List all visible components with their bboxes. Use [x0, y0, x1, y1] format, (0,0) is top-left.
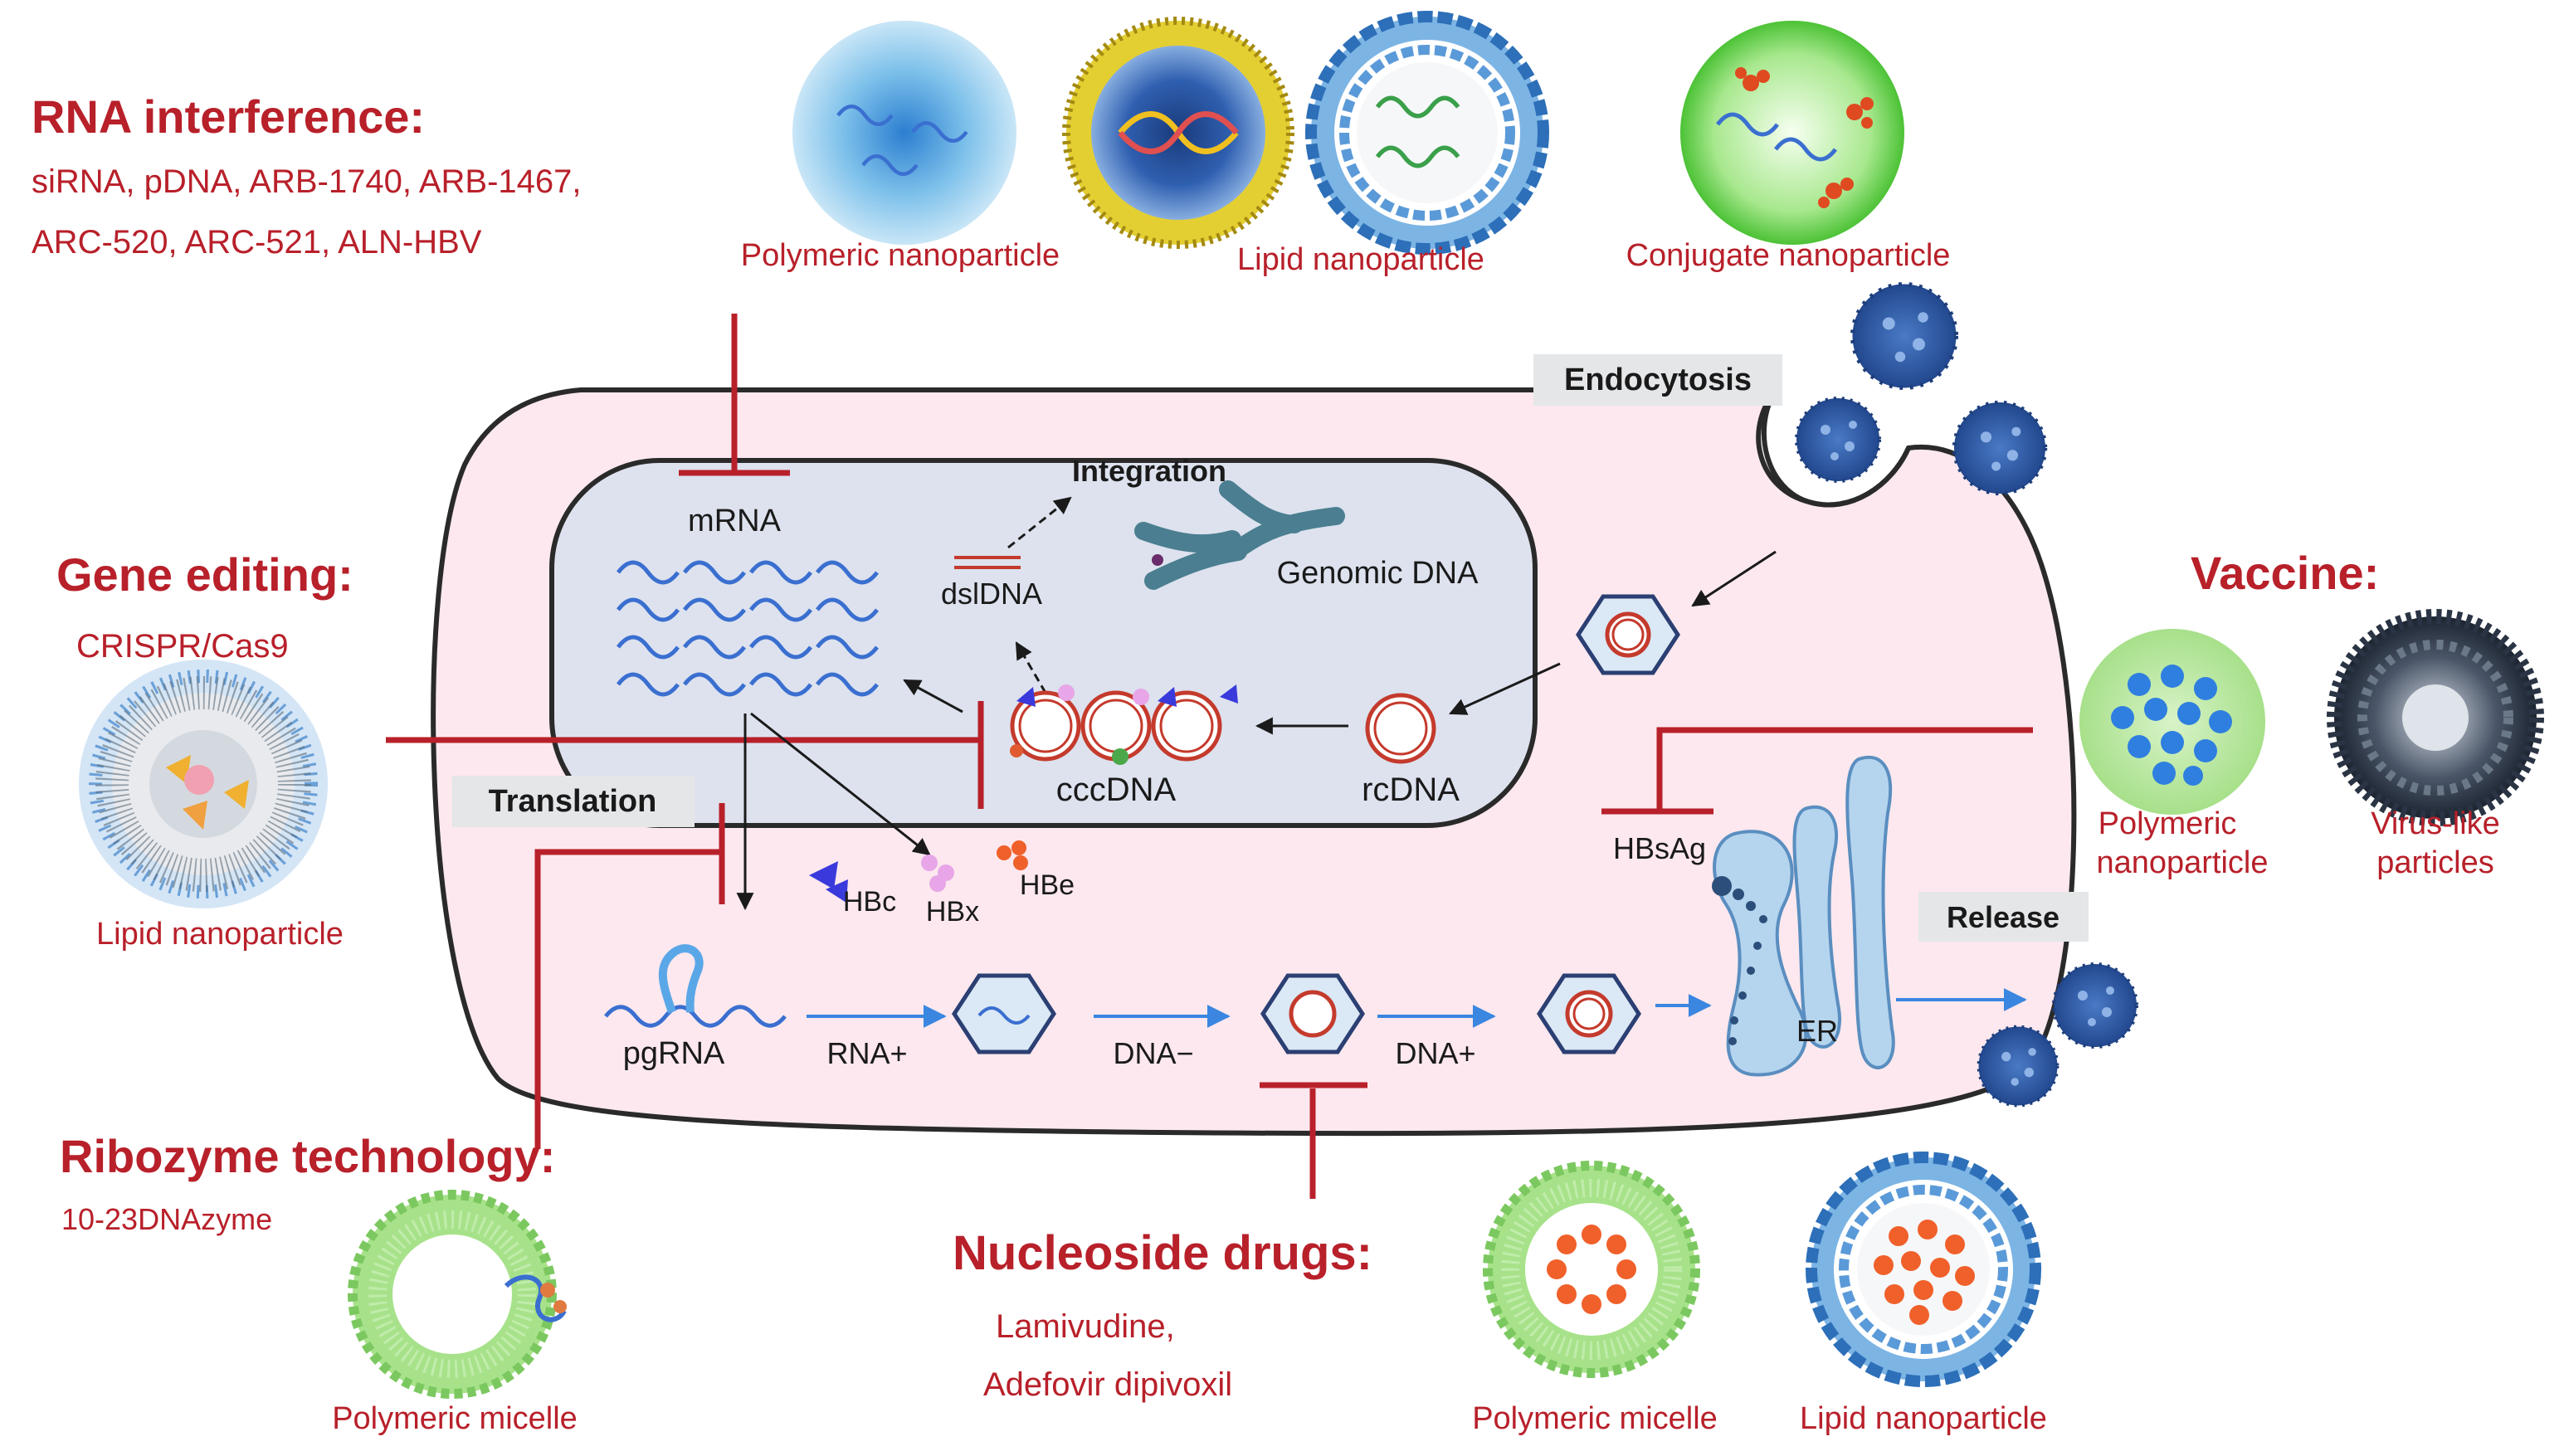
gene-editing-title: Gene editing: — [56, 548, 353, 601]
rcdna-icon — [1367, 695, 1434, 762]
ribozyme-inhibition-line — [534, 849, 720, 1149]
vaccine-inhibition-line — [1656, 727, 2033, 809]
genomic-dna-icon — [1134, 480, 1345, 590]
rna-carrier-polymeric-label: Polymeric nanoparticle — [741, 238, 1060, 273]
gene-editing-carrier-label: Lipid nanoparticle — [96, 917, 344, 952]
cccdna-minichromosomes — [1010, 684, 1238, 765]
vaccine-carrier-2-line1: Virus-like — [2371, 806, 2500, 841]
pgrna-label: pgRNA — [623, 1036, 725, 1071]
endosome-to-capsid-arrow — [1691, 550, 1777, 607]
crispr-lipid-nanoparticle-icon — [79, 660, 328, 908]
ribozyme-agent: 10-23DNAzyme — [61, 1202, 272, 1236]
dna-plus-label: DNA+ — [1395, 1036, 1475, 1070]
nucleoside-drug-2: Adefovir dipivoxil — [983, 1366, 1232, 1403]
ribozyme-micelle-icon — [348, 1190, 567, 1399]
incoming-capsid-icon — [1578, 597, 1678, 673]
hbc-label: HBc — [843, 886, 896, 918]
capsid-to-rcdna-arrow — [1449, 662, 1561, 715]
vaccine-carrier-2-line2: particles — [2376, 845, 2494, 880]
pgrna-icon — [604, 944, 787, 1028]
cccdna-to-mrna-arrow — [903, 679, 963, 713]
hbx-protein-icon — [921, 855, 954, 892]
gene-editing-section: Gene editing: CRISPR/Cas9 Lipid nanopart… — [56, 548, 984, 952]
rna-capsid-icon — [954, 976, 1054, 1052]
endocytosis-label: Endocytosis — [1564, 363, 1752, 397]
er-icon — [1712, 755, 1895, 1077]
dsldna-icon — [954, 556, 1021, 569]
virion-icon — [1954, 402, 2045, 494]
hbc-protein-icon — [809, 861, 848, 903]
translation-label-box — [452, 776, 695, 827]
dsldna-label: dslDNA — [941, 577, 1042, 611]
cell — [431, 387, 2077, 1137]
released-virion-icon — [2052, 962, 2138, 1049]
vaccine-section: Vaccine: Polymeric nanoparticle Virus-li… — [1601, 547, 2544, 880]
nucleoside-title: Nucleoside drugs: — [953, 1226, 1372, 1280]
er-label: ER — [1796, 1014, 1838, 1048]
released-virion-icon — [1977, 1025, 2059, 1108]
ribozyme-section: Ribozyme technology: 10-23DNAzyme Polyme… — [60, 803, 725, 1436]
polymeric-nanoparticle-icon — [792, 21, 1016, 245]
liposome-icon — [1305, 11, 1549, 255]
rna-interference-title: RNA interference: — [32, 90, 425, 143]
hbsag-label: HBsAg — [1613, 831, 1706, 865]
hbe-label: HBe — [1020, 869, 1075, 901]
lipid-nanoparticle-yellow-icon — [1062, 17, 1294, 249]
nucleoside-micelle-icon — [1483, 1161, 1700, 1378]
ribozyme-title: Ribozyme technology: — [60, 1130, 555, 1182]
rna-interference-agents-line1: siRNA, pDNA, ARB-1740, ARB-1467, — [32, 163, 582, 200]
translation-label: Translation — [489, 784, 657, 819]
release-label: Release — [1947, 900, 2059, 934]
nucleus — [549, 458, 1538, 828]
vaccine-polymeric-nanoparticle-icon — [2079, 629, 2265, 815]
genomic-dna-label: Genomic DNA — [1277, 556, 1479, 591]
dna-plus-capsid-icon — [1539, 976, 1639, 1052]
rcdna-label: rcDNA — [1362, 772, 1460, 808]
rna-plus-label: RNA+ — [826, 1036, 907, 1070]
vaccine-title: Vaccine: — [2191, 547, 2379, 599]
dna-minus-label: DNA− — [1113, 1036, 1193, 1070]
integration-arrow — [1007, 496, 1072, 549]
vaccine-carrier-1-line2: nanoparticle — [2096, 845, 2268, 880]
rna-carrier-lipid-label: Lipid nanoparticle — [1237, 242, 1484, 277]
rna-interference-section: RNA interference: siRNA, pDNA, ARB-1740,… — [32, 11, 1951, 476]
vaccine-carrier-1-line1: Polymeric — [2098, 806, 2237, 841]
nucleoside-drug-1: Lamivudine, — [996, 1308, 1175, 1345]
release-label-box — [1918, 892, 2089, 942]
cccdna-to-dsldna-arrow — [1015, 641, 1047, 694]
mrna-label: mRNA — [688, 504, 782, 538]
virus-like-particle-icon — [2327, 609, 2544, 826]
nucleoside-section: Nucleoside drugs: Lamivudine, Adefovir d… — [953, 1082, 2047, 1436]
rna-carrier-conjugate-label: Conjugate nanoparticle — [1626, 238, 1951, 273]
rna-interference-agents-line2: ARC-520, ARC-521, ALN-HBV — [32, 224, 482, 261]
nucleoside-carrier-micelle-label: Polymeric micelle — [1472, 1401, 1718, 1436]
mrna-to-proteins-arrow — [750, 712, 931, 856]
integration-label: Integration — [1072, 454, 1226, 488]
endocytic-pit — [1762, 388, 1911, 508]
nucleoside-carrier-lipid-label: Lipid nanoparticle — [1800, 1401, 2047, 1436]
dna-minus-capsid-icon — [1263, 976, 1362, 1052]
virion-icon — [1853, 285, 1957, 388]
virion-icon — [1795, 397, 1881, 483]
endocytosis-label-box — [1533, 354, 1782, 406]
conjugate-nanoparticle-icon — [1680, 21, 1904, 245]
gene-editing-agent: CRISPR/Cas9 — [76, 628, 289, 665]
nucleoside-liposome-icon — [1806, 1152, 2041, 1387]
ribozyme-carrier-label: Polymeric micelle — [332, 1401, 578, 1436]
hbe-protein-icon — [997, 840, 1028, 870]
cccdna-label: cccDNA — [1056, 772, 1177, 808]
nucleus-contents: mRNA dslDNA Integration — [618, 454, 1479, 808]
hbx-label: HBx — [926, 896, 979, 928]
